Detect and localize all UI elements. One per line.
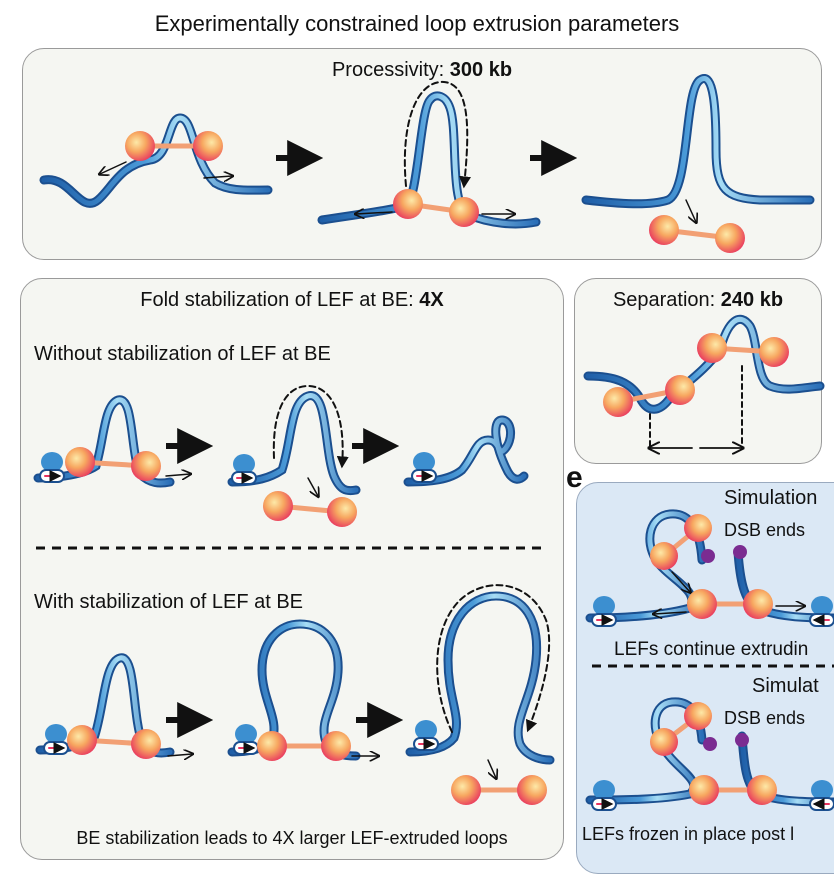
simulation-title-1: Simulation (724, 487, 818, 509)
without-stabilization-label: Without stabilization of LEF at BE (34, 343, 331, 365)
main-title: Experimentally constrained loop extrusio… (154, 11, 680, 36)
separation-heading: Separation: 240 kb (612, 289, 784, 311)
dsb-ends-label-1: DSB ends (724, 520, 806, 540)
simulation-1-diagram (585, 509, 834, 627)
panel-letter-e: e (566, 461, 583, 494)
simulation-caption-2: LEFs frozen in place post l (582, 824, 795, 844)
without-step-2 (227, 384, 361, 527)
dsb-ends-label-2: DSB ends (724, 708, 806, 728)
simulation-caption-1: LEFs continue extrudin (614, 639, 809, 660)
with-step-3 (405, 584, 555, 805)
processivity-step-2 (317, 80, 541, 229)
separation-diagram (583, 315, 825, 448)
without-step-1 (33, 395, 190, 488)
fold-caption: BE stabilization leads to 4X larger LEF-… (76, 828, 508, 848)
without-step-3 (403, 415, 529, 487)
fold-stabilization-panel (20, 278, 564, 860)
with-step-1 (35, 653, 192, 759)
with-stabilization-label: With stabilization of LEF at BE (34, 591, 304, 613)
simulation-title-2: Simulat (752, 675, 819, 697)
processivity-heading: Processivity: 300 kb (331, 59, 513, 81)
processivity-step-3 (581, 73, 815, 253)
processivity-step-1 (39, 113, 273, 208)
with-step-2 (227, 619, 378, 761)
simulation-2-diagram (585, 697, 834, 811)
fold-heading: Fold stabilization of LEF at BE: 4X (140, 289, 444, 311)
